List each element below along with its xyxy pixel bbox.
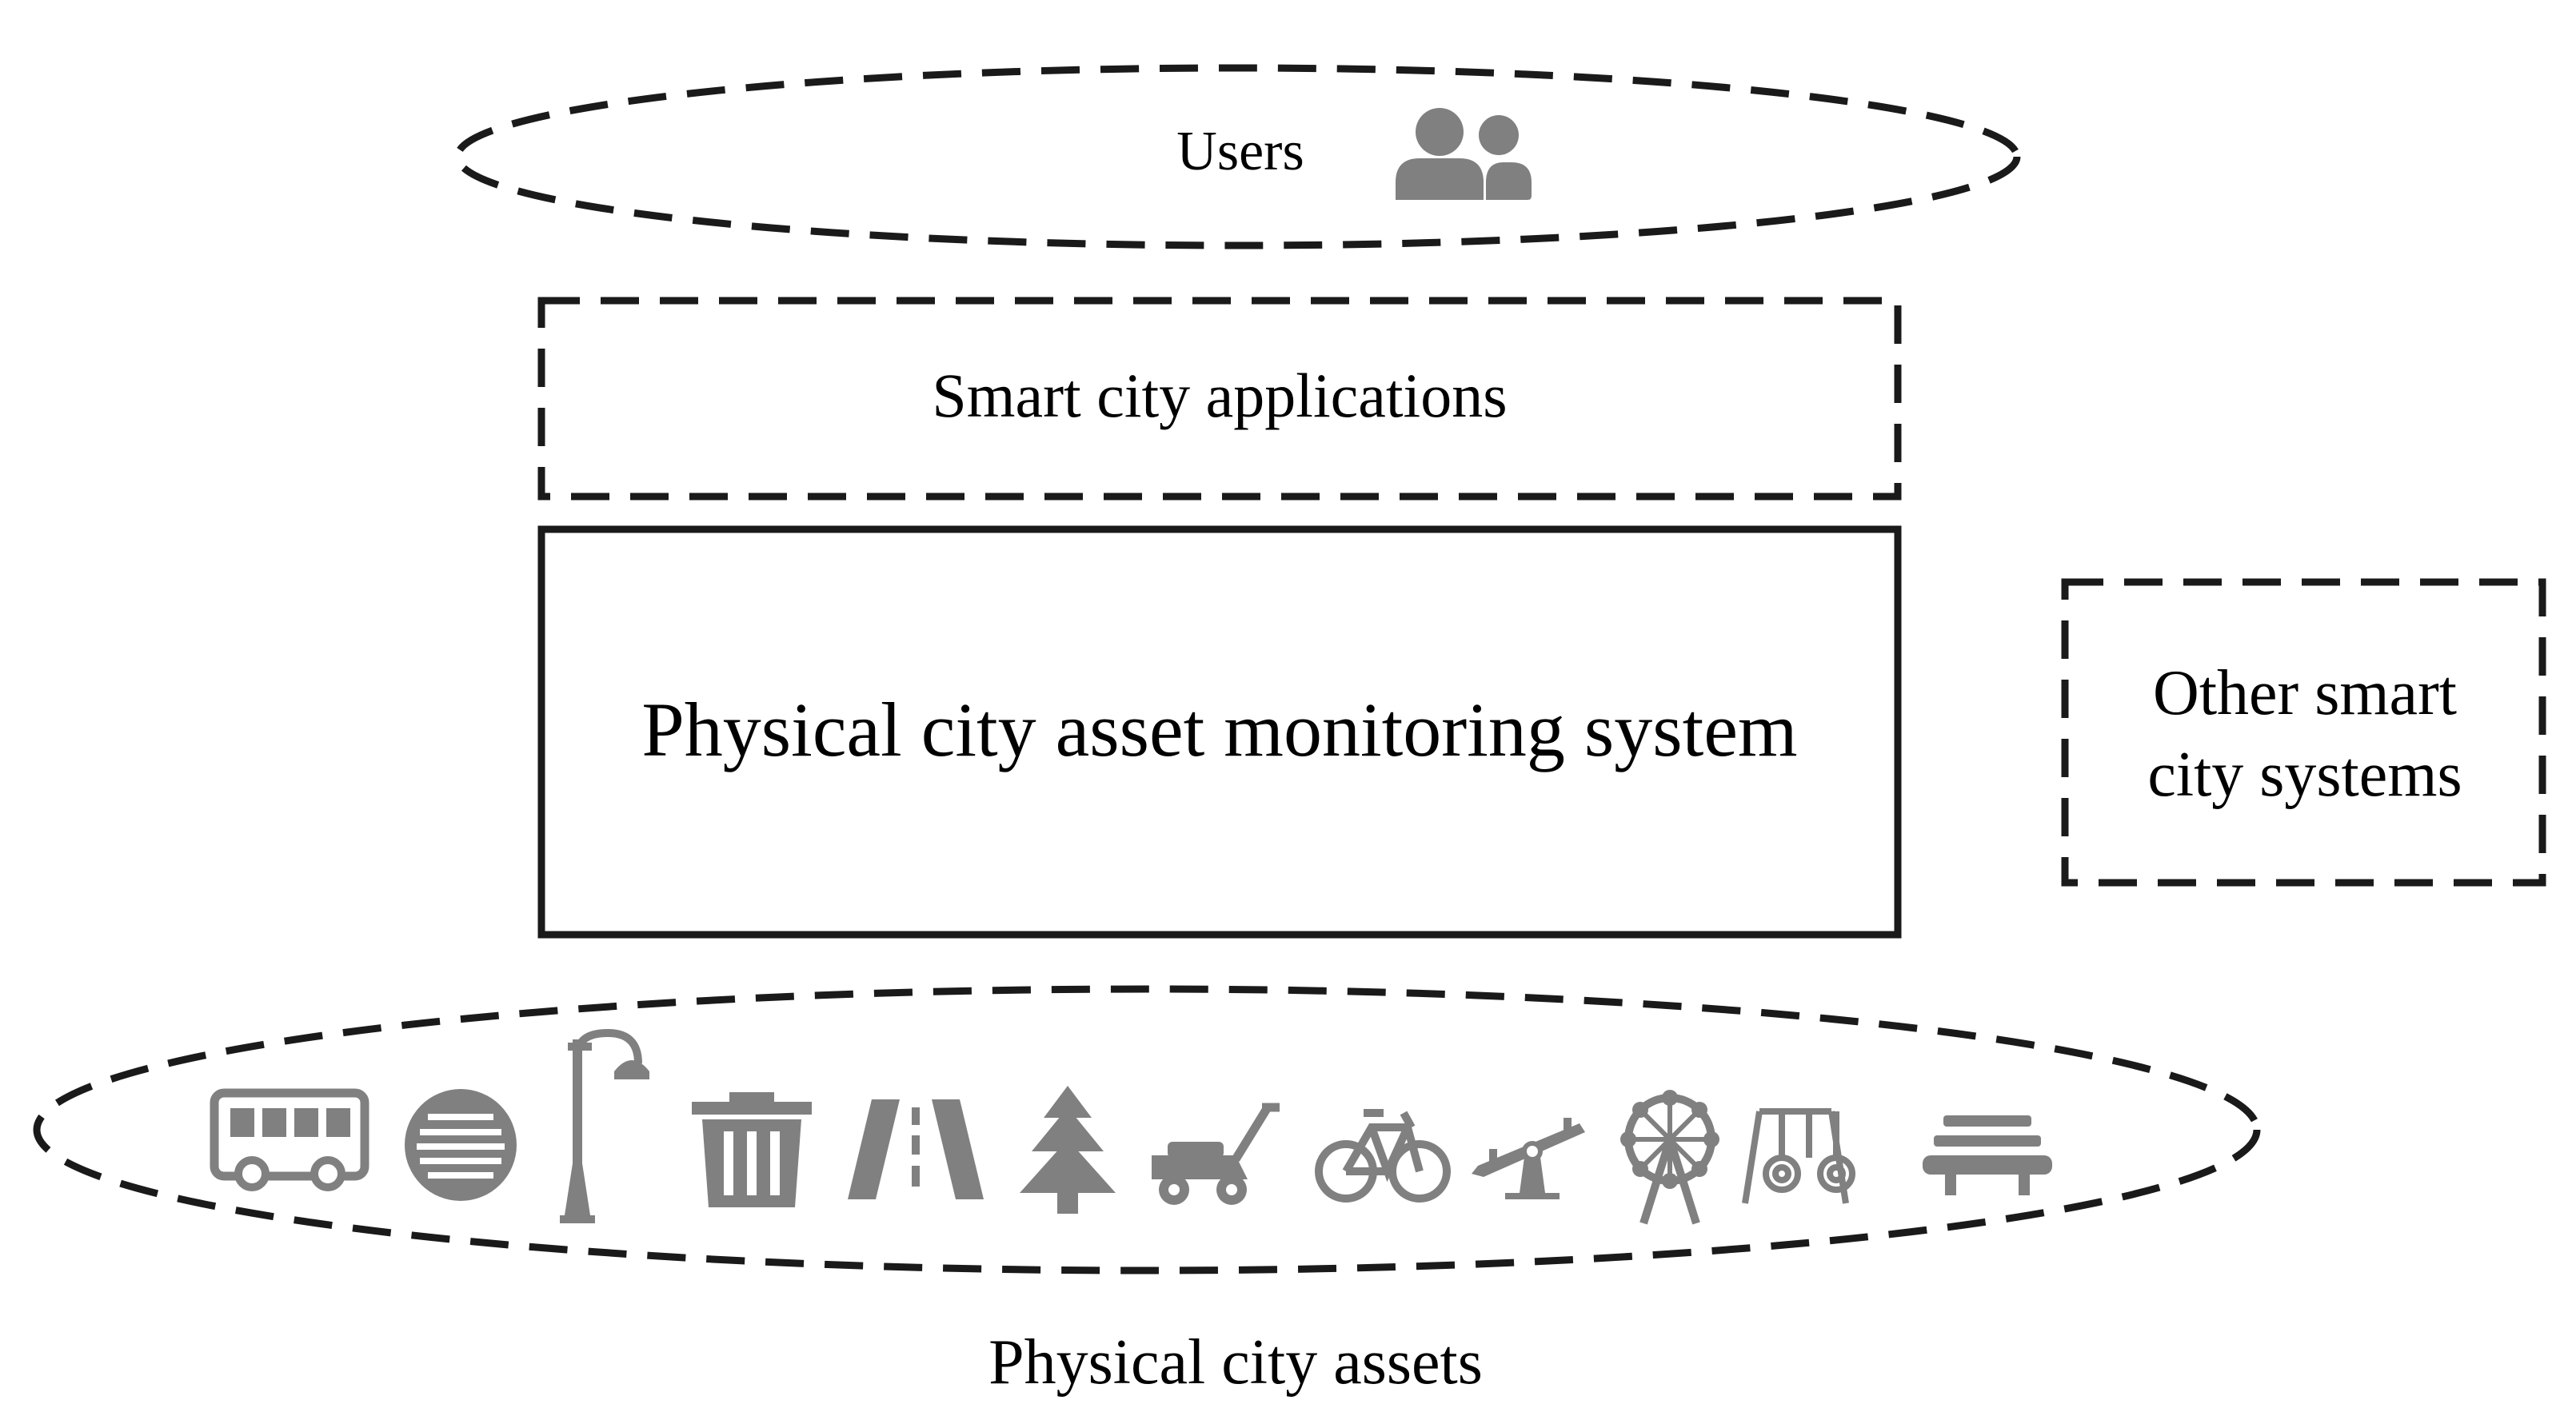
seesaw-icon: [1472, 1118, 1585, 1199]
trash-bin-icon: [692, 1092, 812, 1207]
applications-label: Smart city applications: [932, 361, 1507, 430]
assets-label: Physical city assets: [988, 1327, 1483, 1398]
bench-icon: [1923, 1115, 2052, 1195]
monitoring-system-label: Physical city asset monitoring system: [641, 687, 1797, 772]
users-label: Users: [1176, 121, 1304, 182]
other-systems-label-line2: city systems: [2147, 740, 2462, 810]
tree-icon: [1020, 1086, 1116, 1214]
other-systems-label-line1: Other smart: [2153, 658, 2457, 728]
lawn-mower-icon: [1152, 1103, 1280, 1205]
road-icon: [848, 1099, 984, 1199]
swing-set-icon: [1742, 1108, 1855, 1204]
bus-icon: [210, 1088, 369, 1191]
street-lamp-icon: [560, 1028, 649, 1223]
other-systems-box: [2061, 578, 2546, 887]
ferris-wheel-icon: [1620, 1090, 1719, 1225]
assets-ellipse: [33, 985, 2261, 1274]
monitoring-system-box: [537, 525, 1902, 939]
bicycle-icon: [1315, 1109, 1451, 1203]
applications-box: [537, 297, 1902, 501]
asset-icons: [210, 1028, 2052, 1225]
manhole-cover-icon: [405, 1089, 517, 1201]
users-ellipse: [453, 64, 2021, 249]
users-icon: [1396, 108, 1532, 200]
